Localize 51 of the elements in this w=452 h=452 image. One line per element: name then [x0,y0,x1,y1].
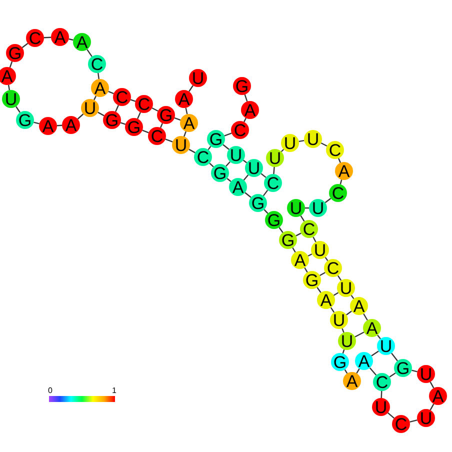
backbone-line [86,49,92,57]
backbone-line [354,332,364,338]
backbone-line [369,367,377,376]
backbone-line [188,148,196,154]
backbone-line [387,412,395,419]
backbone-line [300,215,305,222]
backbone-line [242,160,248,164]
backbone-line [273,166,275,174]
backbone-line [356,368,360,374]
backbone-line [93,96,97,100]
backbone-line [68,38,74,41]
backbone-line [410,420,418,422]
backbone-line [243,118,247,122]
backbone-line [430,382,434,388]
backbone-line [308,253,312,257]
backbone-line [98,72,100,80]
backbone-line [208,146,212,150]
backbone-line [160,123,163,128]
backbone-line [298,140,304,142]
backbone-line [152,107,158,112]
backbone-line [184,131,186,137]
backbone-line [371,350,379,356]
backbone-line [98,112,104,116]
backbone-line [9,61,13,68]
backbone-line [165,138,173,142]
backbone-line [312,236,316,242]
backbone-line [292,247,296,253]
backbone-line [338,158,341,163]
scale-tick-label: 0 [48,387,52,395]
backbone-line [320,142,328,147]
backbone-line [77,114,84,120]
backbone-line [137,112,141,119]
backbone-line [260,173,266,178]
backbone-line [320,272,326,276]
backbone-line [185,108,188,114]
backbone-line [222,144,230,150]
backbone-line [142,130,149,134]
backbone-line [324,256,328,262]
scale-tick-label: 1 [112,387,116,395]
backbone-line [296,232,302,236]
backbone-line [278,227,284,233]
backbone-line [304,267,308,273]
backbone-line [316,287,322,293]
backbone-line [350,294,354,300]
backbone-line [8,84,10,90]
backbone-line [224,132,232,136]
backbone-line [244,192,252,198]
backbone-line [430,404,434,410]
backbone-line [391,352,398,362]
backbone-line [115,105,119,112]
backbone-line [363,313,368,321]
